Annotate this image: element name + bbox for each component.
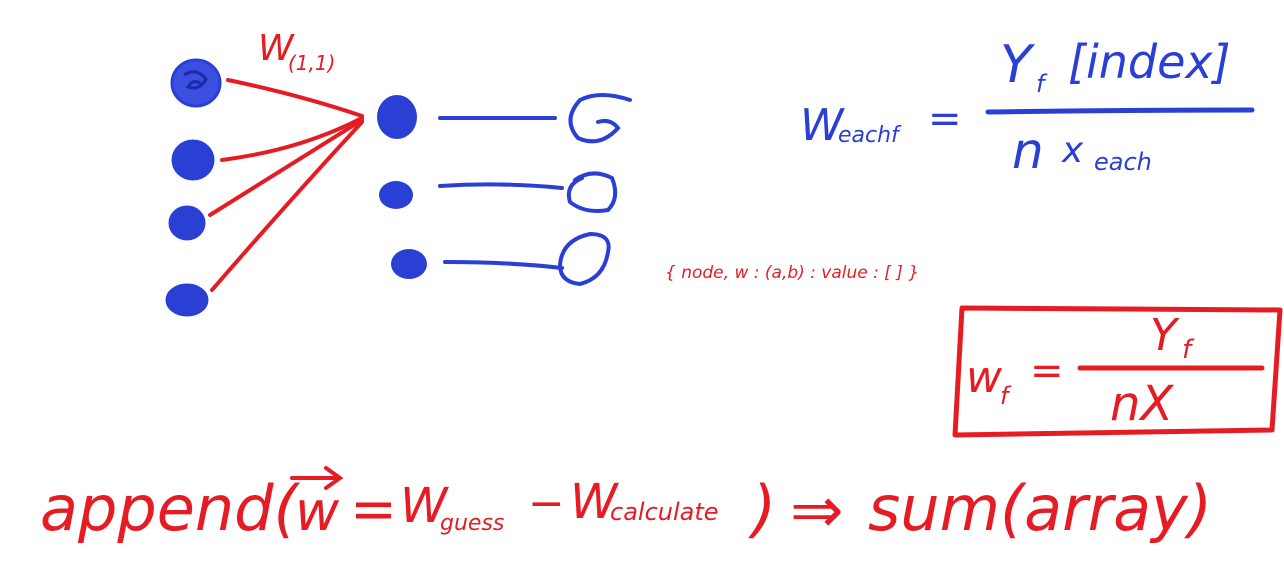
vector-arrow-icon: [290, 466, 344, 490]
formula-top-numerator-bracket: [index]: [1068, 35, 1231, 89]
bottom-equals: =: [350, 477, 397, 542]
bottom-w2-base: W: [570, 474, 619, 530]
input-node-2: [171, 139, 215, 181]
line-hidden-3: [443, 260, 564, 270]
formula-boxed-equals: =: [1030, 348, 1064, 394]
bottom-close: ): [748, 472, 776, 545]
formula-top-lhs-sub: eachf: [838, 123, 902, 148]
line-hidden-2: [438, 182, 564, 190]
weight-label-subscript: (1,1): [288, 51, 335, 75]
input-node-4: [165, 283, 209, 317]
weight-label-base: W: [258, 28, 295, 69]
formula-box-border: [952, 305, 1283, 438]
connection-input-3: [208, 118, 364, 217]
output-layer: [558, 93, 632, 287]
hidden-node-3: [391, 249, 427, 279]
hidden-layer: [377, 95, 427, 279]
formula-top-numerator-base: Y: [1000, 35, 1036, 95]
formula-boxed-denominator: nX: [1110, 376, 1174, 432]
input-layer: [165, 58, 222, 317]
formula-top-fraction-bar: [985, 107, 1255, 115]
bottom-expression: append( w = W guess − W calculate ) ⇒ su…: [40, 466, 1212, 548]
connection-input-1: [226, 78, 364, 118]
weight-connections: [208, 78, 364, 292]
formula-top-lhs-base: W: [800, 100, 845, 151]
formula-boxed-numerator-sub: f: [1182, 335, 1195, 365]
formula-top-equals: =: [928, 96, 962, 142]
output-node-3: [558, 231, 611, 287]
bottom-w2-sub: calculate: [610, 498, 719, 526]
output-node-2: [566, 171, 618, 213]
formula-top-denominator-x: x: [1061, 130, 1084, 171]
weight-label: W (1,1): [258, 28, 335, 75]
formula-top-denominator-sub: each: [1094, 148, 1152, 176]
bottom-arrow: ⇒: [790, 474, 844, 548]
bottom-prefix: append(: [40, 472, 300, 545]
bottom-result: sum(array): [868, 472, 1212, 545]
formula-boxed: w f = Y f nX: [952, 305, 1283, 438]
formula-boxed-numerator-base: Y: [1150, 310, 1180, 361]
bottom-w1-base: W: [400, 478, 449, 534]
formula-top: W eachf = Y f [index] n x each: [800, 35, 1255, 180]
formula-boxed-lhs-base: w: [966, 352, 1003, 403]
output-connections: [438, 116, 564, 270]
connection-input-4: [210, 120, 364, 292]
input-node-1-scribble: [183, 70, 208, 90]
connection-input-2: [220, 116, 364, 162]
input-node-3: [168, 205, 206, 241]
bottom-minus: −: [528, 478, 565, 529]
bottom-vector: w: [295, 480, 340, 543]
formula-top-denominator-n: n: [1012, 122, 1044, 180]
bottom-w1-sub: guess: [440, 511, 504, 536]
formula-boxed-lhs-sub: f: [1000, 382, 1012, 410]
output-node-1: [568, 93, 632, 144]
network-diagram: W (1,1): [165, 28, 632, 317]
formula-top-numerator-sub: f: [1036, 70, 1048, 98]
hidden-node-1: [377, 95, 417, 139]
hidden-node-2: [379, 181, 413, 209]
small-note: { node, w : (a,b) : value : [ ] }: [665, 263, 919, 283]
